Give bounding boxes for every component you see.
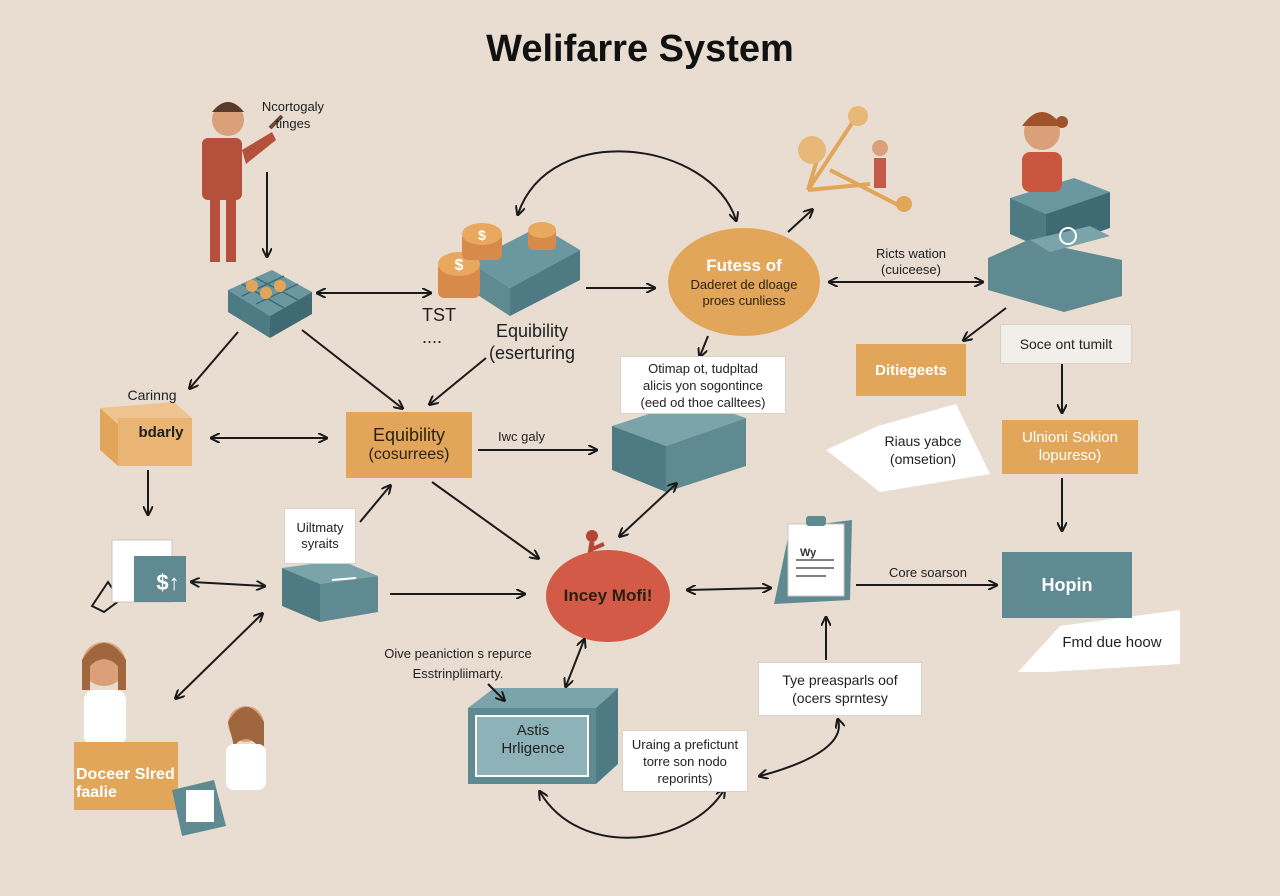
- incey-circle-shape: [546, 550, 670, 642]
- person-man-icon: [202, 102, 284, 262]
- incey-label: Incey Mofi!: [563, 586, 653, 605]
- ulnion-box: Ulnioni Sokion lopureso): [1002, 420, 1138, 474]
- diagram-title: Welifarre System: [486, 28, 794, 70]
- futess-circle-shape: [668, 228, 820, 336]
- tye-note: Tye preasparls oof (ocers sprntesy: [758, 662, 922, 716]
- bodaly-label: bdarly: [138, 424, 184, 441]
- connector-arrows: [148, 150, 1062, 839]
- clipboard-heading: Wy: [800, 547, 817, 559]
- carinng-caption: Carinng: [127, 387, 177, 403]
- ricts-caption: Ricts wation (cuiceese): [875, 246, 947, 277]
- futess-circle: Futess of Daderet de dloage proes cunlie…: [668, 228, 820, 336]
- uraing-note: Uraing a prefictunt torre son nodo repor…: [622, 730, 748, 792]
- fmd-tag-shape: [1018, 610, 1180, 672]
- fmd-label: Fmd due hoow: [1062, 634, 1162, 651]
- coin-dollar-sign: $: [455, 257, 464, 274]
- dollar-up-glyph: $↑: [156, 570, 179, 595]
- oive-caption: Oive peaniction s repurce Esstrinpliimar…: [384, 646, 532, 681]
- futess-line-2: proes cunliess: [702, 293, 786, 308]
- futess-title: Futess of: [706, 256, 782, 275]
- futess-line-1: Daderet de dloage: [690, 277, 798, 292]
- person-woman-desk-icon: [988, 112, 1122, 312]
- clipboard-icon: [774, 516, 852, 604]
- people-shopping-icon: [74, 642, 266, 836]
- otimap-note: Otimap ot, tudpltad alicis yon sogontinc…: [620, 356, 786, 414]
- ditiegeets-box: Ditiegeets: [856, 344, 966, 396]
- hopin-box: Hopin: [1002, 552, 1132, 618]
- coin-stack-caption: TST ....: [422, 305, 456, 347]
- equibility-top-label: Equibility (eserturing: [488, 321, 576, 363]
- cardboard-box-icon: [100, 402, 192, 466]
- tree-network-icon: [798, 106, 912, 212]
- ritans-label: Riaus yabce (omsetion): [884, 433, 962, 467]
- grid-cube-icon: [228, 270, 312, 338]
- coin-stack-icon: [438, 222, 580, 316]
- tray-box-icon: [282, 560, 378, 622]
- person-caption: Ncortogaly tinges: [261, 99, 325, 131]
- speech-tag-shape: [826, 404, 990, 492]
- astis-label: Astis Hrligence: [501, 722, 565, 757]
- document-stack-icon: [90, 539, 186, 614]
- coin-dollar-sign: $: [478, 227, 486, 243]
- socc-note: Soce ont tumilt: [1000, 324, 1132, 364]
- uiltmaty-note: Uiltmaty syraits: [284, 508, 356, 564]
- equibility-center-box: Equibility (cosurrees): [346, 412, 472, 478]
- docer-label: Doceer Slred faalie: [76, 766, 175, 801]
- wcc-caption: Iwc galy: [498, 429, 545, 444]
- core-caption: Core soarson: [888, 565, 968, 580]
